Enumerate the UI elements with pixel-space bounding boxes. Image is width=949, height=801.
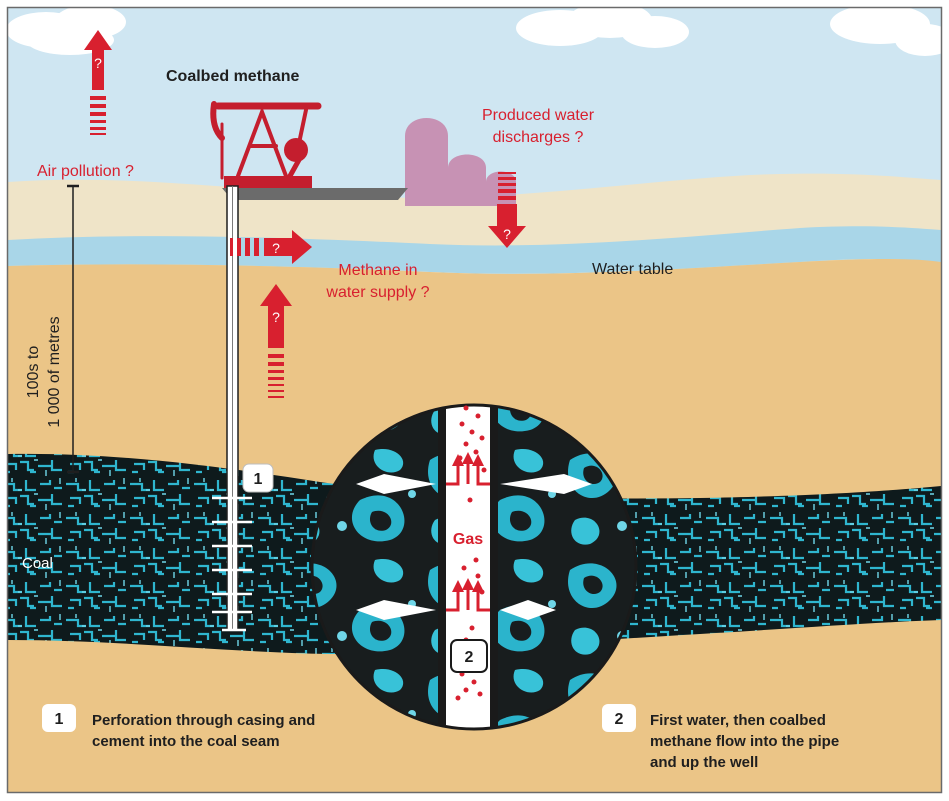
marker-two-caption: 2	[602, 704, 636, 732]
water-table-band	[8, 226, 941, 274]
methane-upward-question: ?	[272, 309, 280, 325]
marker-one-caption: 1	[42, 704, 76, 732]
methane-label-line1: Methane in	[338, 262, 417, 279]
air-pollution-question: ?	[94, 55, 102, 71]
svg-text:2: 2	[465, 649, 474, 666]
air-pollution-arrow	[84, 30, 112, 135]
methane-lateral-question: ?	[272, 240, 280, 256]
clouds	[6, 2, 949, 56]
produced-water-question: ?	[503, 226, 511, 242]
depth-label-line1: 100s to	[25, 346, 42, 399]
storage-tanks	[405, 118, 516, 206]
flow-arrows-upper	[356, 452, 592, 494]
methane-label-line2: water supply ?	[325, 284, 429, 301]
caption-one-line1: Perforation through casing and	[92, 712, 315, 729]
magnified-view	[310, 403, 638, 731]
platform	[222, 188, 408, 200]
pumpjack	[210, 101, 322, 188]
caption-two-line3: and up the well	[650, 754, 758, 771]
depth-label-line2: 1 000 of metres	[46, 316, 63, 427]
perforations	[212, 496, 252, 632]
caption-two-line2: methane flow into the pipe	[650, 733, 839, 750]
svg-text:2: 2	[615, 711, 624, 728]
svg-text:1: 1	[55, 711, 64, 728]
methane-upward-arrow	[260, 284, 292, 398]
coal-label: Coal	[22, 555, 53, 572]
methane-lateral-arrow	[230, 230, 312, 264]
air-pollution-label: Air pollution ?	[37, 163, 134, 180]
diagram-title: Coalbed methane	[166, 68, 299, 85]
depth-scale	[67, 184, 79, 474]
water-table-label: Water table	[592, 261, 673, 278]
produced-water-label-line2: discharges ?	[493, 129, 584, 146]
produced-water-label-line1: Produced water	[482, 107, 595, 124]
produced-water-arrow	[488, 172, 526, 248]
frame	[6, 6, 943, 794]
caption-two-line1: First water, then coalbed	[650, 712, 826, 729]
marker-one-well: 1	[242, 463, 274, 493]
marker-two-pipe: 2	[450, 639, 488, 673]
caption-one-line2: cement into the coal seam	[92, 733, 280, 750]
svg-text:1: 1	[254, 471, 263, 488]
gas-label: Gas	[453, 531, 483, 548]
flow-arrows-lower	[356, 578, 556, 620]
